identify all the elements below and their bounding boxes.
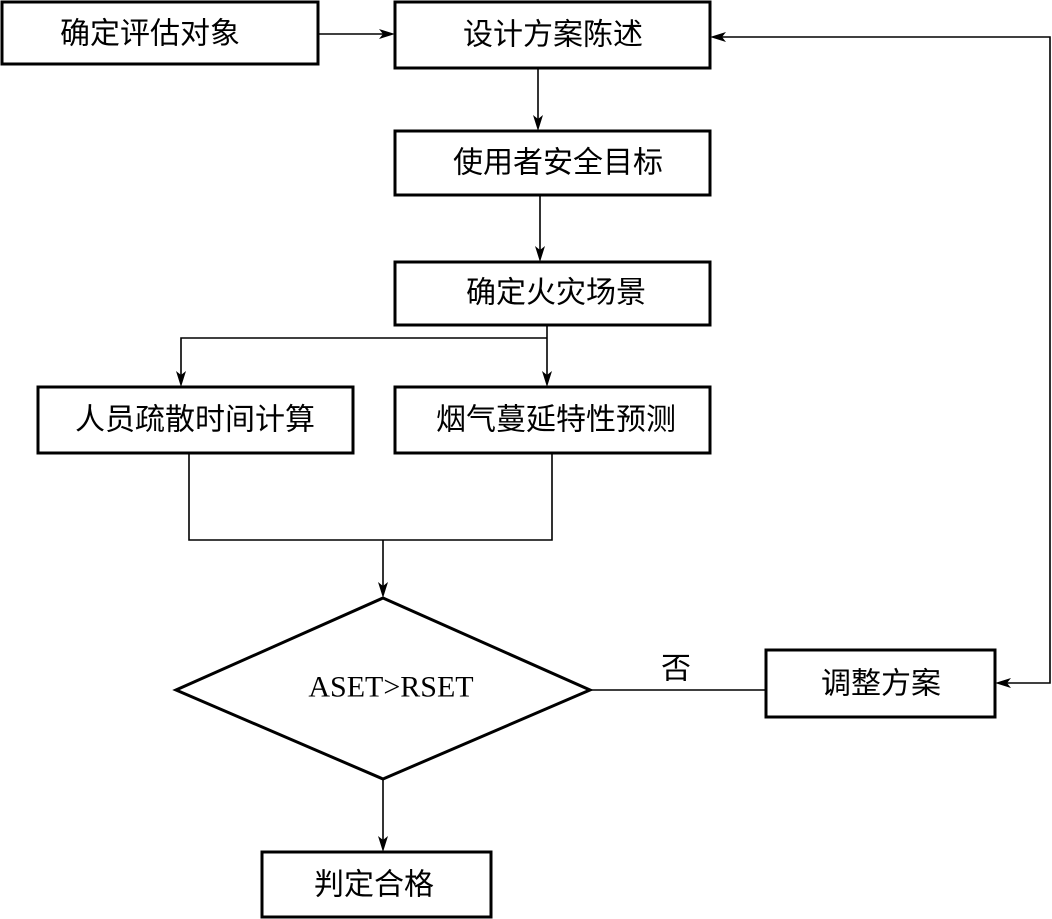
- node-safety-goal: 使用者安全目标: [393, 129, 712, 197]
- node-label: 设计方案陈述: [463, 18, 643, 53]
- node-label: 烟气蔓延特性预测: [436, 403, 676, 438]
- edge-loop: [720, 36, 1051, 684]
- node-design-statement: 设计方案陈述: [393, 0, 712, 70]
- connectors: [176, 29, 1051, 852]
- node-label: 使用者安全目标: [453, 146, 663, 181]
- node-fire-scenario: 确定火灾场景: [393, 260, 712, 327]
- edge-merge: [188, 453, 553, 541]
- arrow-loop-to-design: [710, 32, 726, 42]
- node-adjust-plan: 调整方案: [764, 648, 997, 719]
- node-box: [764, 648, 997, 719]
- node-box: [0, 0, 320, 66]
- node-box: [393, 0, 712, 70]
- arrow-decision-to-qualified: [378, 836, 388, 852]
- node-label: 确定评估对象: [60, 17, 240, 52]
- node-decision: ASET>RSET: [172, 596, 594, 781]
- node-label: 确定火灾场景: [466, 276, 646, 311]
- node-determine-object: 确定评估对象: [0, 0, 320, 66]
- node-box: [36, 385, 355, 455]
- arrow-scenario-to-evac: [176, 371, 186, 387]
- node-box: [393, 385, 712, 455]
- node-evacuation-time: 人员疏散时间计算: [36, 385, 355, 455]
- node-label: ASET>RSET: [308, 671, 473, 704]
- node-label: 判定合格: [314, 868, 434, 903]
- arrow-loop-to-adjust: [995, 678, 1011, 688]
- node-box: [260, 850, 493, 919]
- edge-scenario-to-evac: [180, 337, 547, 377]
- arrow-merge-to-decision: [378, 582, 388, 598]
- node-label: 调整方案: [821, 667, 941, 702]
- decision-diamond: [172, 596, 594, 781]
- node-smoke-prediction: 烟气蔓延特性预测: [393, 385, 712, 455]
- arrow-goal-to-scenario: [535, 246, 545, 262]
- node-label: 人员疏散时间计算: [75, 403, 315, 438]
- arrow-object-to-design: [379, 29, 395, 39]
- edge-label-no: 否: [661, 652, 691, 687]
- arrow-design-to-goal: [533, 115, 543, 131]
- arrow-scenario-to-smoke: [542, 371, 552, 387]
- node-qualified: 判定合格: [260, 850, 493, 919]
- node-box: [393, 260, 712, 327]
- node-box: [393, 129, 712, 197]
